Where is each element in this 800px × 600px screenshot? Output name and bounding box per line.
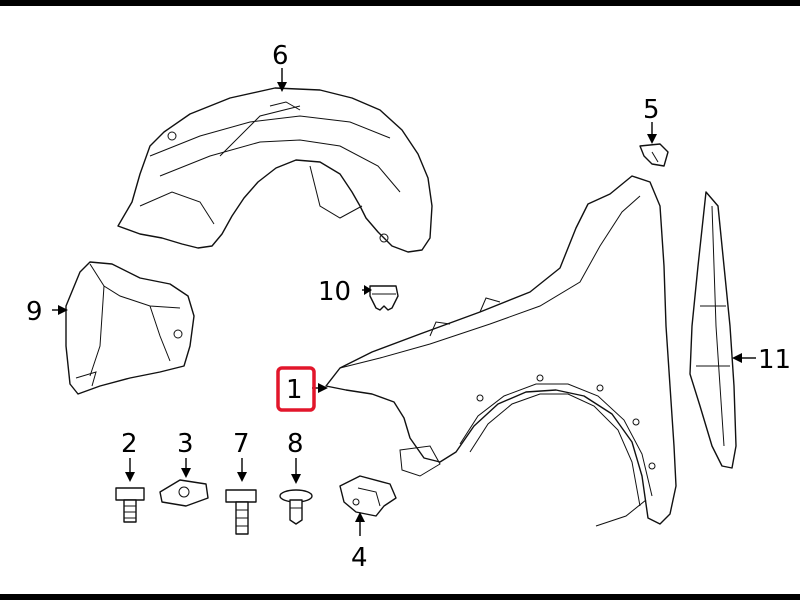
callout-7: 7 <box>233 429 250 459</box>
callout-5: 5 <box>643 95 660 125</box>
leader-lines <box>52 68 756 536</box>
callout-1: 1 <box>286 375 303 405</box>
fender-liner-part <box>117 87 433 253</box>
callout-4: 4 <box>351 543 368 573</box>
push-pin-part-10 <box>369 285 399 311</box>
callout-2: 2 <box>121 429 138 459</box>
front-fender-part <box>325 175 677 527</box>
splash-shield-part <box>65 261 195 395</box>
clip-nut-part-3 <box>159 479 209 507</box>
callout-8: 8 <box>287 429 304 459</box>
callout-9: 9 <box>26 297 43 327</box>
diagram-canvas: 6 5 10 9 1 11 2 3 7 8 4 <box>0 6 800 594</box>
bolt-part-7 <box>225 489 257 535</box>
parts-diagram: 6 5 10 9 1 11 2 3 7 8 4 <box>26 41 791 573</box>
bracket-part-4 <box>339 475 397 517</box>
callout-6: 6 <box>272 41 289 71</box>
retainer-part-8 <box>279 489 313 525</box>
clip-part-5 <box>639 143 669 167</box>
callout-3: 3 <box>177 429 194 459</box>
fender-seal-part <box>689 191 737 469</box>
callout-10: 10 <box>318 277 351 307</box>
bolt-part-2 <box>115 487 145 523</box>
callout-11: 11 <box>758 345 791 375</box>
highlight-box <box>276 366 316 412</box>
